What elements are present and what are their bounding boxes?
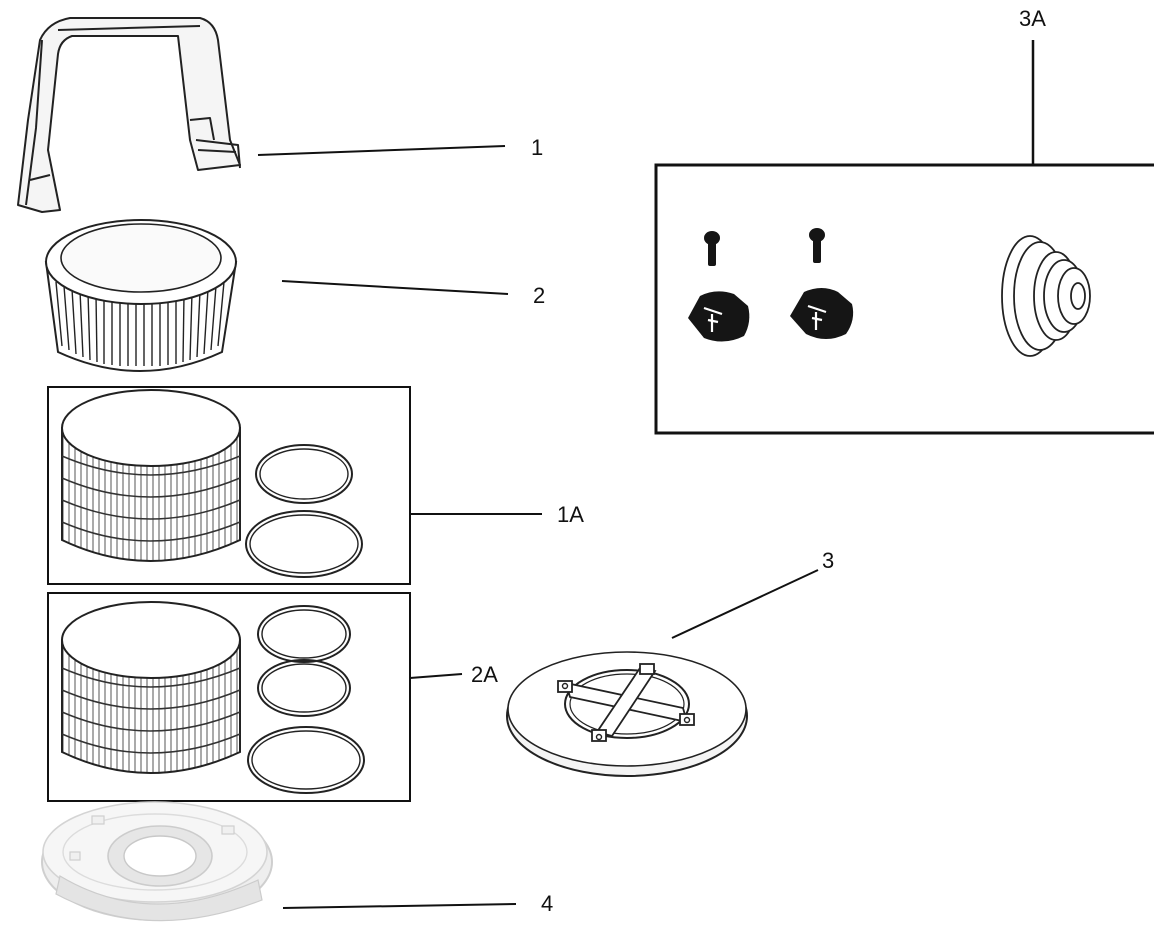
o-ring-drawing xyxy=(255,444,353,504)
clip-drawing xyxy=(688,291,750,342)
mounting-bracket-drawing xyxy=(17,17,241,213)
o-ring-drawing xyxy=(249,514,359,574)
label-4: 4 xyxy=(541,891,553,916)
clip-drawing xyxy=(790,288,854,339)
leader-line-4 xyxy=(282,903,517,909)
o-ring-drawing xyxy=(257,659,351,717)
o-ring-drawing xyxy=(247,726,365,794)
o-ring-drawing xyxy=(259,448,349,500)
o-ring-drawing xyxy=(245,510,363,578)
leader-line-3 xyxy=(671,569,819,639)
grommet-drawing xyxy=(1001,235,1091,357)
label-1: 1 xyxy=(531,135,543,160)
o-ring-drawing xyxy=(257,605,351,663)
label-3: 3 xyxy=(822,548,834,573)
o-ring-drawing xyxy=(251,730,361,790)
screw-drawing xyxy=(809,228,825,263)
fresnel-lens-drawing xyxy=(61,601,241,774)
ribbed-cap-drawing xyxy=(44,219,238,372)
label-3a: 3A xyxy=(1019,6,1046,31)
leader-line-2a xyxy=(409,673,463,679)
label-1a: 1A xyxy=(557,502,584,527)
kit-3a-frame xyxy=(654,163,1154,435)
leader-line-1 xyxy=(257,145,506,156)
leader-line-2 xyxy=(281,280,509,295)
o-ring-drawing xyxy=(261,609,347,659)
kit-2a-frame xyxy=(47,592,411,802)
o-ring-drawing xyxy=(261,663,347,713)
label-2a: 2A xyxy=(471,662,498,687)
base-plate-drawing xyxy=(506,651,748,777)
fresnel-lens-drawing xyxy=(61,389,241,562)
screw-drawing xyxy=(704,231,720,266)
label-2: 2 xyxy=(533,283,545,308)
kit-1a-frame xyxy=(47,386,411,585)
clear-lens-base-drawing xyxy=(41,801,273,922)
